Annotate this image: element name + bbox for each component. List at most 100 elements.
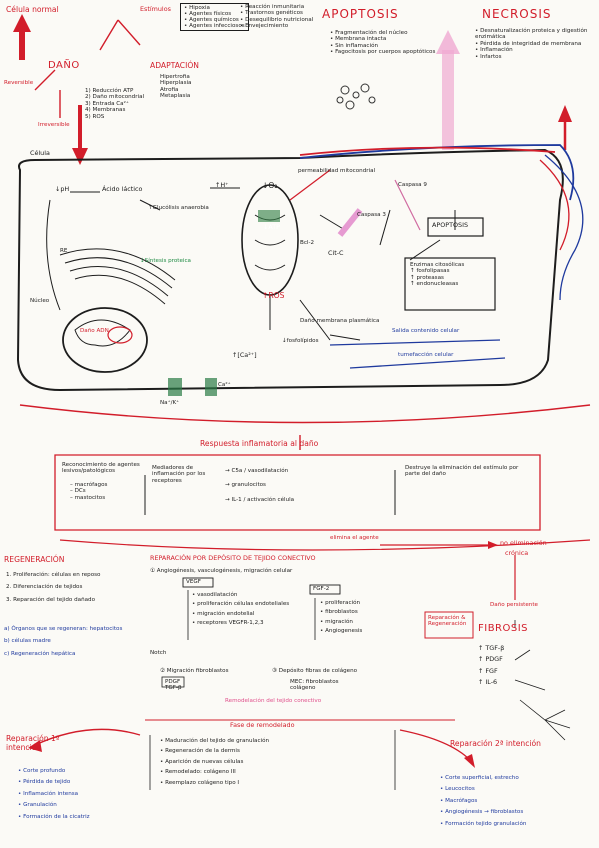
fibrosis-item: ↑ PDGF xyxy=(478,655,503,664)
recognition-item: – mastocitos xyxy=(70,494,106,501)
stimuli-list-2: • Reacción inmunitaria • Trastornos gené… xyxy=(240,4,313,30)
cell-label: Célula xyxy=(30,149,50,157)
regeneration-item: 1. Proliferación: células en reposo xyxy=(6,572,101,578)
leak-label: Salida contenido celular xyxy=(392,328,460,334)
primary-item: • Corte profundo xyxy=(18,768,66,774)
damage-type-item: 3) Entrada Ca²⁺ xyxy=(85,100,129,107)
necrosis-point: • Pérdida de integridad de membrana xyxy=(475,40,582,47)
ca-in-label: Ca²⁺ xyxy=(218,382,231,388)
scar-item: • Maduración del tejido de granulación xyxy=(160,738,270,744)
damage-type-item: 5) ROS xyxy=(85,113,105,120)
step1-item: • receptores VEGFR-1,2,3 xyxy=(192,620,264,627)
apoptosis-title: APOPTOSIS xyxy=(322,7,399,21)
step2-list: PDGF TGF-β xyxy=(165,679,182,692)
irreversible-label: Irreversible xyxy=(38,122,70,128)
step1-item: • migración endotelial xyxy=(192,610,255,617)
adaptation-item: Atrofia xyxy=(160,86,179,93)
fgf-item: • proliferación xyxy=(320,600,361,606)
secondary-item: • Leucocitos xyxy=(440,786,475,793)
primary-list: • Corte profundo • Pérdida de tejido • I… xyxy=(18,768,90,820)
mediator-item: → C5a / vasodilatación xyxy=(225,468,289,474)
reversible-label: Reversible xyxy=(4,80,34,86)
atp-label: ↓ATP xyxy=(263,223,280,231)
stimuli-item: • Desequilibrio nutricional xyxy=(240,16,314,23)
caspase9-label: Caspasa 9 xyxy=(398,182,427,188)
adaptation-list: Hipertrofia Hiperplasia Atrofia Metaplas… xyxy=(160,74,191,100)
primary-title: Reparación 1ª intención xyxy=(6,734,60,752)
apoptosis-point: • Fagocitosis por cuerpos apoptóticos xyxy=(330,49,436,56)
fgf-label: FGF-2 xyxy=(313,586,330,592)
adaptation-item: Hiperplasia xyxy=(160,80,192,87)
adaptation-item: Metaplasia xyxy=(160,93,191,100)
regeneration-item: 3. Reparación del tejido dañado xyxy=(6,596,96,603)
necrosis-points: • Desnaturalización proteica y digestión… xyxy=(475,28,595,60)
mediators-list: → C5a / vasodilatación → granulocitos → … xyxy=(225,468,294,503)
no-eliminate-label: no eliminación xyxy=(500,539,547,547)
stimuli-item: • Reacción inmunitaria xyxy=(240,4,305,10)
lactic-acid-label: Ácido láctico xyxy=(102,185,143,193)
step1-item: • proliferación células endoteliales xyxy=(192,601,290,608)
apoptosis-box-label: APOPTOSIS xyxy=(432,221,469,229)
apoptosis-points: • Fragmentación del núcleo • Membrana in… xyxy=(330,30,435,56)
necrosis-point: • Desnaturalización proteica y digestión… xyxy=(475,28,588,41)
enzyme-item: ↑ fosfolipasas xyxy=(410,268,450,275)
apoptosis-point: • Fragmentación del núcleo xyxy=(330,30,408,36)
enzymes-box: Enzimas citosólicas ↑ fosfolipasas ↑ pro… xyxy=(410,262,464,288)
scar-item: • Regeneración de la dermis xyxy=(160,748,240,755)
normal-cell-label: Célula normal xyxy=(6,5,59,14)
scar-item: • Remodelado: colágeno III xyxy=(160,769,236,776)
regeneration-title: REGENERACIÓN xyxy=(4,555,65,564)
eliminate-label: elimina el agente xyxy=(330,535,379,541)
fgf-item: • migración xyxy=(320,618,353,625)
stimuli-label: Estímulos xyxy=(140,5,171,13)
stimuli-item: • Agentes químicos xyxy=(184,17,239,23)
fibrosis-list: ↑ TGF-β ↑ PDGF ↑ FGF ↑ IL-6 xyxy=(478,644,504,686)
fibrosis-title: FIBROSIS xyxy=(478,623,529,634)
necrosis-point: • Infartos xyxy=(475,53,502,60)
dna-damage-label: Daño ADN xyxy=(80,328,109,334)
enzyme-item: ↑ endonucleasas xyxy=(410,281,459,288)
scar-item: • Reemplazo colágeno tipo I xyxy=(160,779,240,786)
necrosis-title: NECROSIS xyxy=(482,7,552,21)
primary-item: • Pérdida de tejido xyxy=(18,779,71,786)
adaptation-label: ADAPTACIÓN xyxy=(150,61,199,70)
stem-item: b) células madre xyxy=(4,638,51,645)
necrosis-point: • Inflamación xyxy=(475,47,513,54)
remodel-label: Remodelación del tejido conectivo xyxy=(225,698,322,704)
secondary-item: • Formación tejido granulación xyxy=(440,820,527,827)
stimuli-list-box: • Hipoxia • Agentes físicos • Agentes qu… xyxy=(180,3,249,31)
enzyme-item: Enzimas citosólicas xyxy=(410,262,465,268)
adaptation-item: Hipertrofia xyxy=(160,74,190,80)
ph-label: ↓pH xyxy=(55,185,70,193)
stem-cell-list: a) Órganos que se regeneran: hepatocitos… xyxy=(4,626,122,657)
step2-item: TGF-β xyxy=(165,685,182,692)
mediator-item: → granulocitos xyxy=(225,482,266,489)
fibrosis-item: ↑ FGF xyxy=(478,666,498,675)
caspase3-label: Caspasa 3 xyxy=(357,212,386,218)
repair-title: REPARACIÓN POR DEPÓSITO DE TEJIDO CONECT… xyxy=(150,554,316,562)
o2-label: ↓O₂ xyxy=(262,181,278,190)
membrane-damage-label: Daño membrana plasmática xyxy=(300,318,380,324)
stimuli-item: • Envejecimiento xyxy=(240,23,289,30)
secondary-title: Reparación 2ª intención xyxy=(450,739,541,748)
er-label: RE xyxy=(60,248,68,254)
protein-synthesis-label: ↓Síntesis proteica xyxy=(140,258,191,264)
stimuli-item: • Trastornos genéticos xyxy=(240,10,303,17)
inflammation-title: Respuesta inflamatoria al daño xyxy=(200,439,319,448)
mediators-text: Mediadores de inflamación por los recept… xyxy=(152,465,206,484)
recognition-item: – DCs xyxy=(70,488,86,495)
repair-step2: ② Migración fibroblastos xyxy=(160,668,229,674)
recognition-text: Reconocimiento de agentes lesivos/patoló… xyxy=(62,462,140,475)
fgf-item: • Angiogenesis xyxy=(320,628,363,635)
regeneration-item: 2. Diferenciación de tejidos xyxy=(6,584,83,591)
stimuli-item: • Agentes infecciosos xyxy=(184,23,245,29)
secondary-list: • Corte superficial, estrecho • Leucocit… xyxy=(440,775,526,827)
apoptosis-point: • Sin inflamación xyxy=(330,42,379,49)
damage-label: DAÑO xyxy=(48,60,80,71)
damage-type-item: 4) Membranas xyxy=(85,107,126,114)
repair-step1: ① Angiogénesis, vasculogénesis, migració… xyxy=(150,568,293,574)
mediator-item: → IL-1 / activación célula xyxy=(225,496,295,503)
phospholipid-label: ↓fosfolípidos xyxy=(282,338,319,344)
stem-item: c) Regeneración hepática xyxy=(4,650,76,657)
glycolysis-label: ↑Glucólisis anaerobia xyxy=(148,205,209,211)
